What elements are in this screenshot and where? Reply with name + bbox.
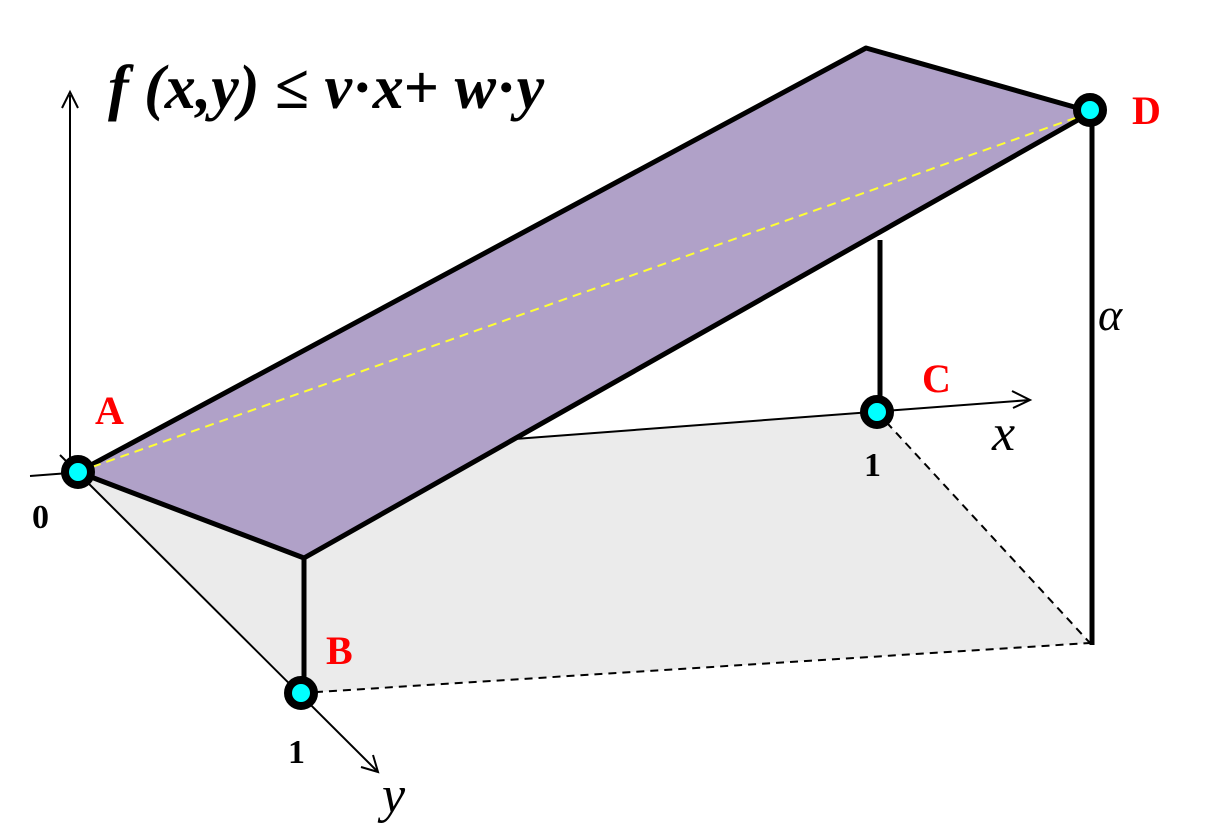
label-b: B [326, 628, 353, 673]
tick-origin: 0 [32, 499, 49, 536]
formula-x: x [372, 54, 404, 122]
tick-y-one: 1 [288, 734, 305, 771]
formula-w: w [455, 54, 497, 122]
label-c: C [922, 356, 951, 401]
formula-dot-2: · [496, 54, 517, 122]
formula: f (x,y) ≤ v·x+ w·y [108, 54, 545, 122]
formula-v: v [325, 54, 354, 122]
axis-label-y: y [377, 767, 406, 824]
label-d: D [1132, 88, 1161, 133]
formula-relation: ≤ [259, 54, 324, 122]
formula-args: (x,y) [129, 54, 260, 122]
point-a [61, 455, 95, 489]
axis-label-x: x [991, 405, 1015, 462]
vertical-axis-arrowhead [61, 89, 79, 109]
label-a: A [95, 388, 124, 433]
floor-edge-c-to-corner [876, 411, 1091, 644]
formula-dot-1: · [352, 54, 373, 122]
x-axis-arrowhead [1011, 390, 1033, 409]
point-b [284, 676, 318, 710]
alpha-label: α [1098, 289, 1123, 340]
y-axis [59, 454, 378, 772]
point-d [1073, 93, 1107, 127]
point-c [860, 395, 894, 429]
formula-plus: + [404, 54, 455, 122]
x-axis-far [527, 399, 1031, 439]
tick-x-one: 1 [864, 447, 881, 484]
y-axis-arrowhead [360, 754, 380, 774]
floor-edge-b-to-corner [300, 642, 1091, 694]
